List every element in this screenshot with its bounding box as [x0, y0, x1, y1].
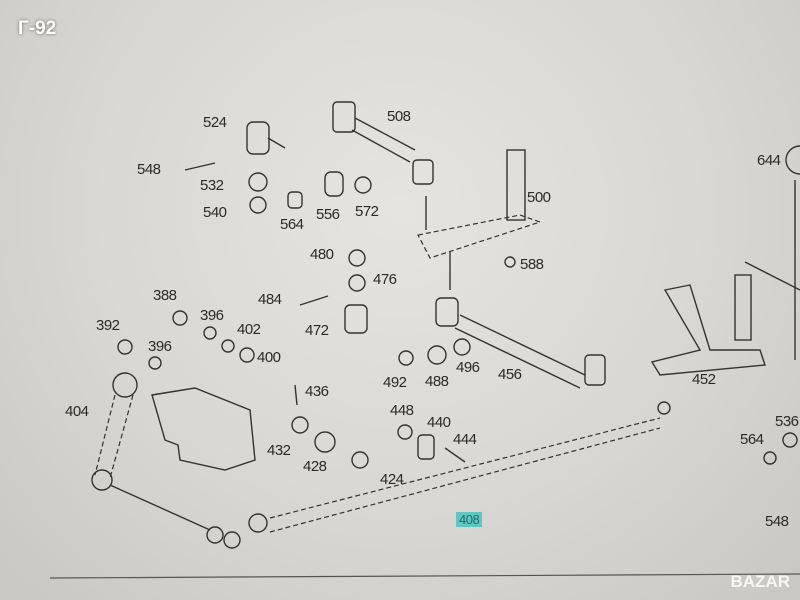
part-524-ball-joint [246, 121, 286, 155]
callout-428[interactable]: 428 [303, 458, 327, 475]
callout-424[interactable]: 424 [380, 471, 404, 488]
part-500-idler-arm [417, 149, 542, 290]
part-508-drag-link [332, 101, 434, 185]
callout-548[interactable]: 548 [137, 161, 161, 178]
callout-500[interactable]: 500 [527, 189, 551, 206]
callout-524[interactable]: 524 [203, 114, 227, 131]
callout-480[interactable]: 480 [310, 246, 334, 263]
callout-492[interactable]: 492 [383, 374, 407, 391]
callout-488[interactable]: 488 [425, 373, 449, 390]
divider-line [49, 573, 800, 579]
callout-484[interactable]: 484 [258, 291, 282, 308]
callout-400[interactable]: 400 [257, 349, 281, 366]
callout-444[interactable]: 444 [453, 431, 477, 448]
callout-452[interactable]: 452 [692, 371, 716, 388]
part-644-steering-box [785, 145, 800, 360]
callout-402[interactable]: 402 [237, 321, 261, 338]
small-hardware [117, 162, 798, 469]
callout-440[interactable]: 440 [427, 414, 451, 431]
callout-508[interactable]: 508 [387, 108, 411, 125]
part-408-center-link [206, 401, 671, 549]
callout-548[interactable]: 548 [765, 513, 789, 530]
callout-404[interactable]: 404 [65, 403, 89, 420]
callout-496[interactable]: 496 [456, 359, 480, 376]
callout-392[interactable]: 392 [96, 317, 120, 334]
callout-476[interactable]: 476 [373, 271, 397, 288]
callout-396[interactable]: 396 [200, 307, 224, 324]
callout-456[interactable]: 456 [498, 366, 522, 383]
callout-556[interactable]: 556 [316, 206, 340, 223]
watermark-code: Г-92 [18, 18, 57, 39]
callout-564[interactable]: 564 [740, 431, 764, 448]
callout-436[interactable]: 436 [305, 383, 329, 400]
callout-388[interactable]: 388 [153, 287, 177, 304]
callout-644[interactable]: 644 [757, 152, 781, 169]
callout-408-highlighted[interactable]: 408 [456, 512, 483, 527]
part-456-tie-rod [435, 297, 606, 389]
bazar-logo: BAZAR [730, 572, 791, 591]
callout-396[interactable]: 396 [148, 338, 172, 355]
part-404-arm [91, 372, 211, 531]
callout-448[interactable]: 448 [390, 402, 414, 419]
callout-432[interactable]: 432 [267, 442, 291, 459]
callout-588[interactable]: 588 [520, 256, 544, 273]
callout-564[interactable]: 564 [280, 216, 304, 233]
part-452-pitman-arm [650, 261, 800, 376]
callout-532[interactable]: 532 [200, 177, 224, 194]
callout-572[interactable]: 572 [355, 203, 379, 220]
part-bracket-plate [151, 387, 256, 471]
callout-540[interactable]: 540 [203, 204, 227, 221]
callout-472[interactable]: 472 [305, 322, 329, 339]
callout-536[interactable]: 536 [775, 413, 799, 430]
